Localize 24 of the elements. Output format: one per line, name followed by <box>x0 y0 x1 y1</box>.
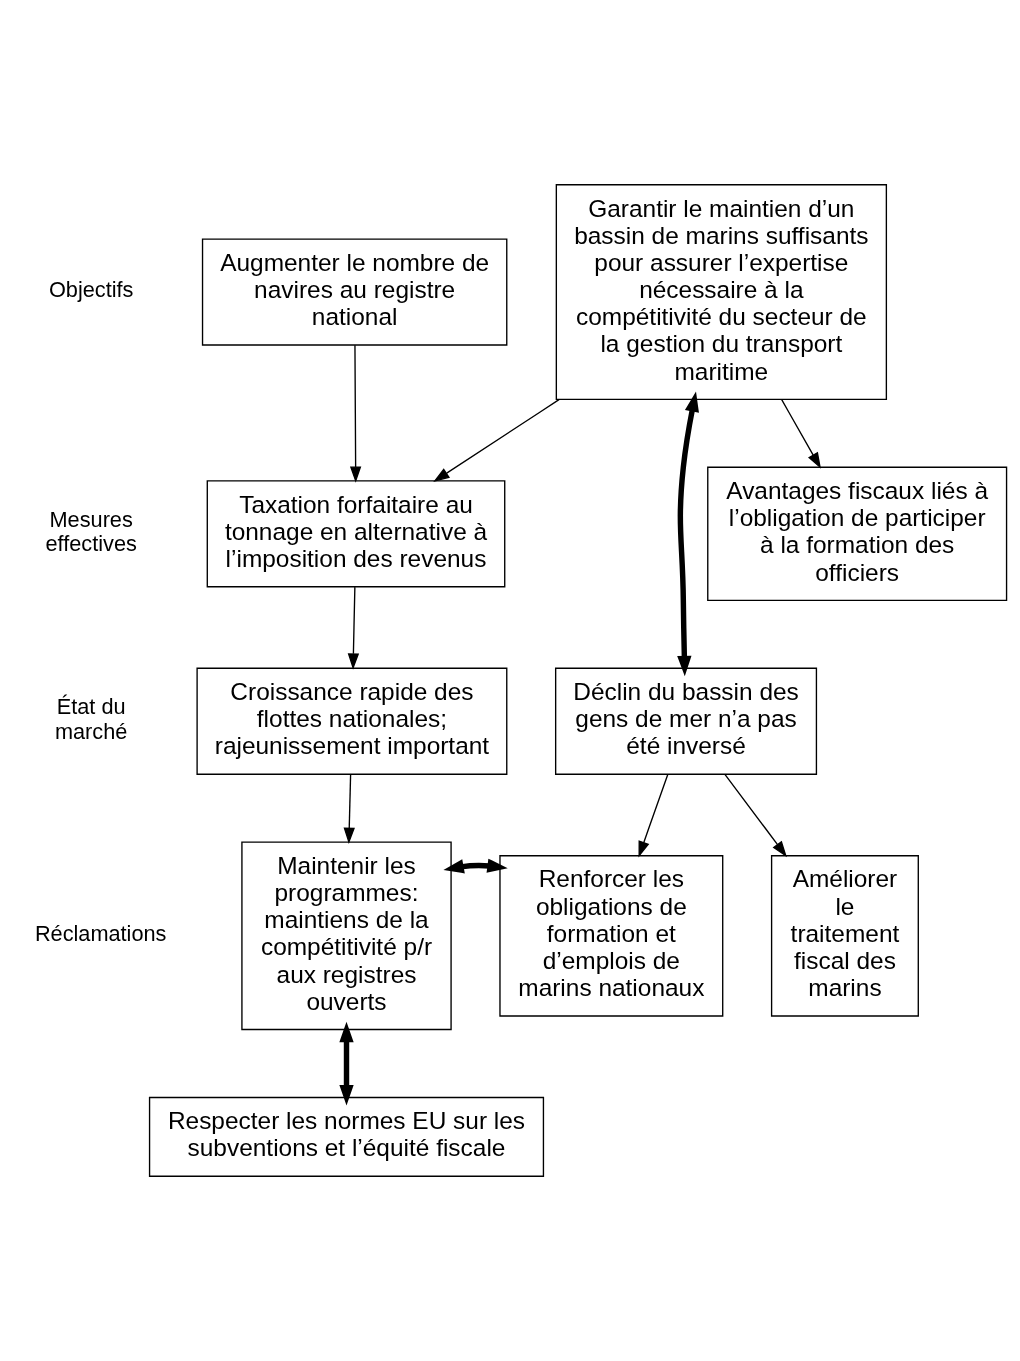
label: État du marché <box>54 694 127 744</box>
node-box: Respecter les normes EU sur les subventions et l’équité fiscale <box>148 1096 544 1177</box>
node-box: Augmenter le nombre de navires au registre national <box>201 238 507 346</box>
label: Réclamations <box>34 920 166 946</box>
node-box: Améliorer le traitement fiscal des marins <box>770 855 919 1017</box>
arrow <box>338 1021 354 1106</box>
arrow <box>723 773 787 858</box>
node-box: Garantir le maintien d’un bassin de marins suffisants pour assurer l’expertise nécessaire à la compétitivité du secteur de la gestion du transport maritime <box>555 184 887 401</box>
node-box: Taxation forfaitaire au tonnage en alternative à l’imposition des revenus <box>206 480 505 588</box>
arrow <box>349 344 361 483</box>
label: Mesures effectives <box>44 506 137 557</box>
arrow <box>676 391 699 677</box>
node-box: Maintenir les programmes: maintiens de la compétitivité p/r aux registres ouverts <box>240 841 452 1031</box>
node-box: Déclin du bassin des gens de mer n’a pas été inversé <box>554 667 817 775</box>
label: Objectifs <box>48 277 133 303</box>
arrow <box>432 399 560 482</box>
node-box: Croissance rapide des flottes nationales; rajeunissement important <box>195 667 507 775</box>
arrow <box>442 858 508 874</box>
node-box: Renforcer les obligations de formation et d’emplois de marins nationaux <box>498 855 723 1017</box>
node-box: Avantages fiscaux liés à l’obligation de participer à la formation des officiers <box>706 466 1007 602</box>
arrow <box>638 773 668 858</box>
arrow <box>343 773 355 844</box>
arrow <box>347 586 359 670</box>
arrow <box>780 399 821 469</box>
